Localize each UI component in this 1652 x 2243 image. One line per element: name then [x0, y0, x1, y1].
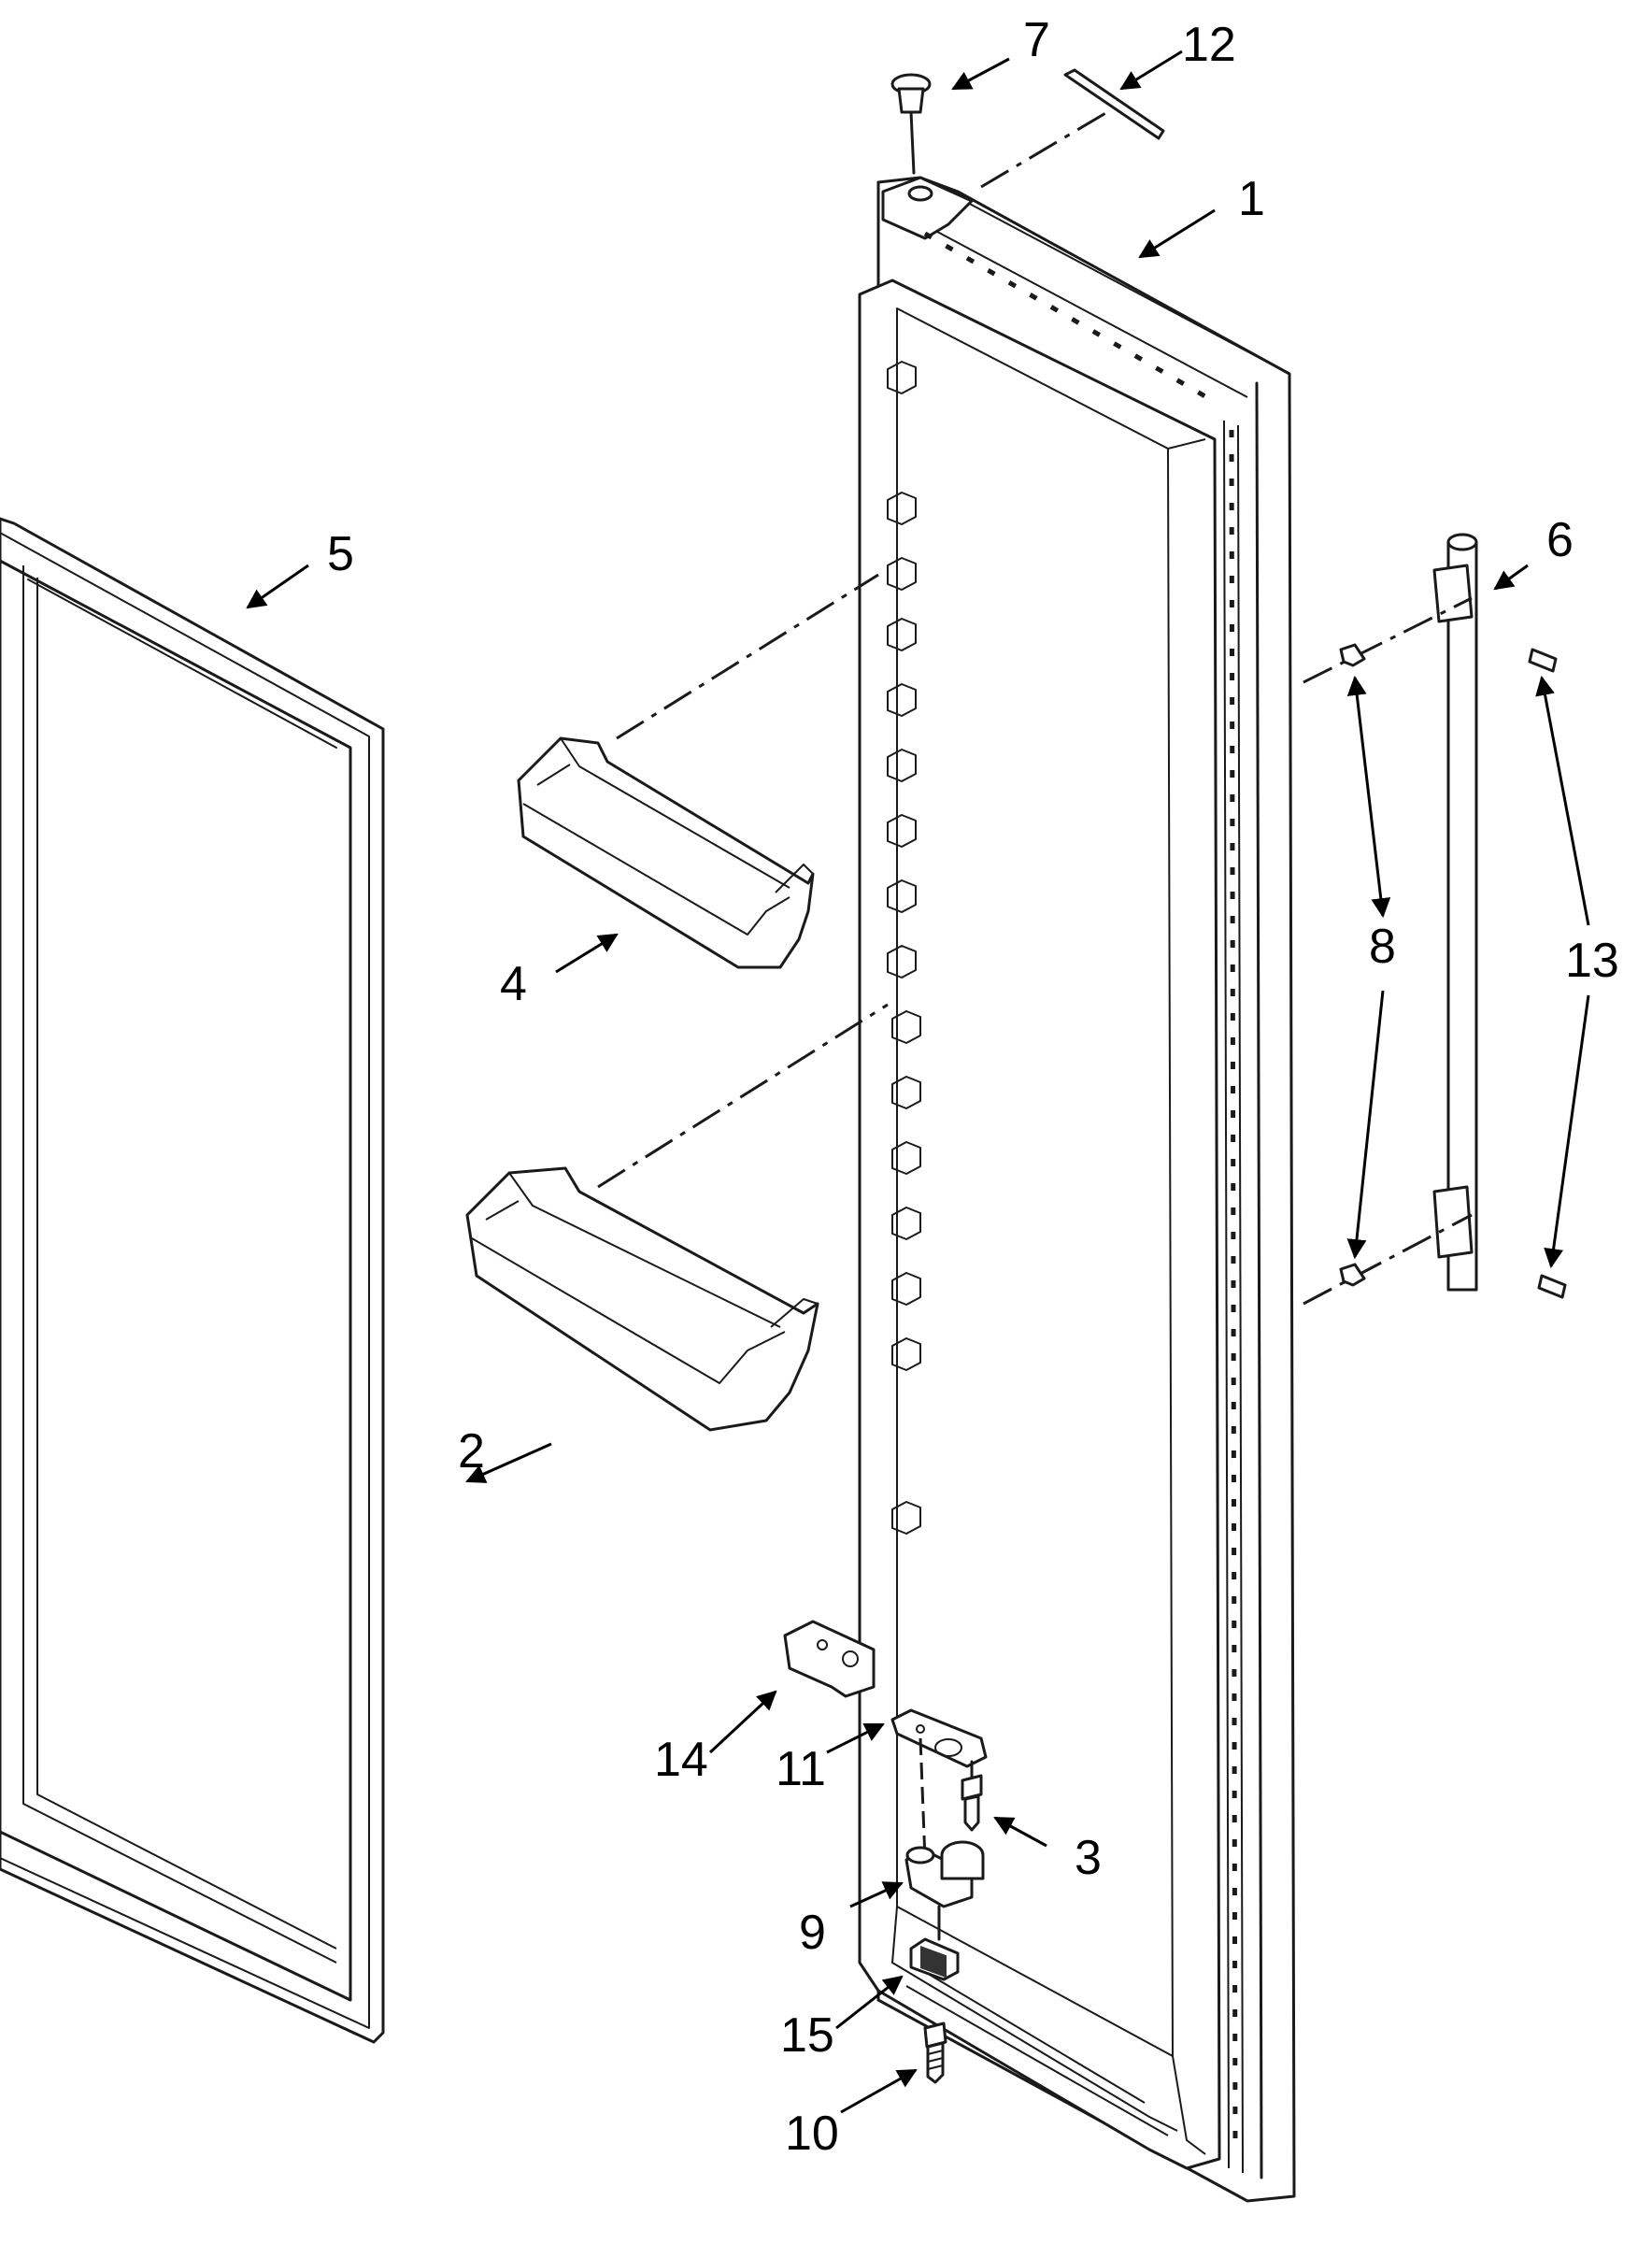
hinge-screw	[961, 1774, 983, 1832]
callout-1: 1	[1238, 172, 1265, 226]
door-gasket	[0, 517, 385, 2044]
callout-13: 13	[1565, 934, 1619, 988]
callout-11: 11	[776, 1742, 826, 1796]
callout-6: 6	[1546, 513, 1574, 567]
callout-labels: 1 2 3 4 5 6 7 8 9 10 11 12 13 14 15	[327, 13, 1619, 2161]
callout-8: 8	[1369, 920, 1396, 974]
bottom-hinge	[904, 1840, 985, 1941]
callout-3: 3	[1075, 1831, 1102, 1885]
lower-door-bin	[465, 1003, 889, 1432]
callout-9: 9	[799, 1906, 826, 1960]
top-hinge-bushing	[890, 73, 932, 175]
callout-4: 4	[500, 957, 527, 1011]
door-assembly	[858, 176, 1296, 2203]
hinge-cover	[783, 1620, 876, 1698]
callout-12: 12	[1182, 18, 1236, 72]
handle-mount-studs	[1339, 643, 1366, 1287]
callout-10: 10	[785, 2107, 839, 2161]
callout-5: 5	[327, 527, 354, 581]
handle-set-screws	[1528, 648, 1567, 1299]
callout-15: 15	[780, 2008, 834, 2063]
callout-leaders	[246, 50, 1590, 2114]
bottom-hinge-plate	[890, 1708, 988, 1861]
callout-2: 2	[458, 1424, 485, 1479]
hinge-shim	[980, 68, 1165, 189]
bottom-bolt	[923, 2022, 947, 2084]
callout-14: 14	[654, 1733, 708, 1787]
upper-door-bin	[517, 573, 879, 969]
hinge-shim-block	[909, 1937, 960, 1981]
shelf-clip-row	[887, 361, 921, 1535]
door-handle	[1303, 533, 1478, 1306]
callout-7: 7	[1023, 13, 1050, 67]
